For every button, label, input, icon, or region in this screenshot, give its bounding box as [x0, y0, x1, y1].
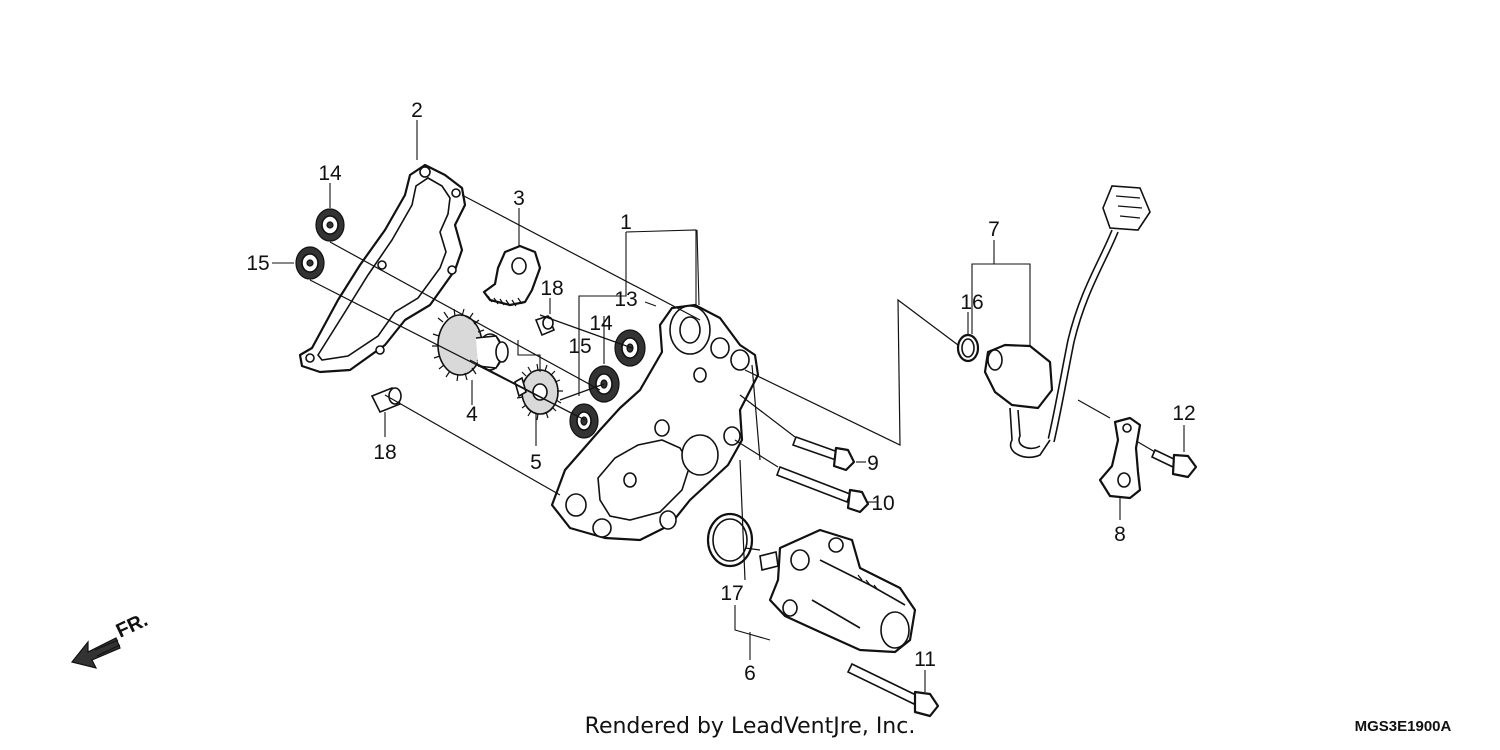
- callout-9[interactable]: 9: [867, 452, 879, 475]
- callout-5[interactable]: 5: [530, 451, 542, 474]
- bearing-part-13[interactable]: [614, 329, 646, 367]
- callout-11[interactable]: 11: [914, 648, 936, 671]
- callout-18[interactable]: 18: [373, 441, 396, 464]
- o-ring-part-16[interactable]: [956, 333, 980, 363]
- dowel-pin-part-18-lower[interactable]: [370, 386, 402, 414]
- callout-6[interactable]: 6: [744, 662, 756, 685]
- callout-15[interactable]: 15: [568, 335, 591, 358]
- callout-14[interactable]: 14: [589, 312, 613, 335]
- assembly-lines: [309, 194, 1156, 581]
- callout-17[interactable]: 17: [720, 582, 743, 605]
- callout-15[interactable]: 15: [246, 252, 269, 275]
- callout-10[interactable]: 10: [871, 492, 894, 515]
- callout-12[interactable]: 12: [1172, 402, 1195, 425]
- bracket-part-8[interactable]: [1098, 416, 1142, 500]
- callout-3[interactable]: 3: [513, 187, 525, 210]
- callout-14[interactable]: 14: [318, 162, 342, 185]
- front-direction-arrow: FR.: [70, 609, 151, 669]
- diagram-code: MGS3E1900A: [1355, 718, 1452, 735]
- callout-2[interactable]: 2: [411, 99, 423, 122]
- sensor-part-7[interactable]: [983, 185, 1151, 459]
- o-ring-part-17[interactable]: [706, 512, 754, 568]
- callout-4[interactable]: 4: [466, 403, 478, 426]
- bearing-part-15-left[interactable]: [295, 246, 325, 280]
- callout-7[interactable]: 7: [988, 218, 1000, 241]
- front-direction-label: FR.: [113, 609, 151, 643]
- rendered-by-credit: Rendered by LeadVentJre, Inc.: [585, 714, 916, 739]
- callout-16[interactable]: 16: [960, 291, 983, 314]
- leader-lines: [272, 120, 1185, 692]
- callout-13[interactable]: 13: [614, 288, 637, 311]
- bolt-part-11[interactable]: [846, 662, 940, 718]
- gear-part-5[interactable]: [514, 363, 563, 421]
- bolt-part-9[interactable]: [791, 435, 856, 472]
- dowel-pin-part-18-upper[interactable]: [534, 315, 556, 337]
- gasket-part-2[interactable]: [298, 163, 467, 374]
- callout-18[interactable]: 18: [540, 277, 563, 300]
- bearing-part-15-centre[interactable]: [569, 403, 599, 439]
- shift-arm-part-3[interactable]: [482, 244, 542, 307]
- bolt-part-10[interactable]: [775, 465, 870, 514]
- bearing-part-14-left[interactable]: [315, 208, 345, 242]
- callout-1[interactable]: 1: [620, 211, 632, 234]
- motor-part-6[interactable]: [759, 528, 917, 654]
- gear-part-4[interactable]: [432, 308, 509, 382]
- bolt-part-12[interactable]: [1150, 448, 1198, 479]
- callout-labels: 2 14 15 3 18 1 13 14 15 4 5 18 9 10 7 16…: [246, 99, 1195, 685]
- housing-part-1[interactable]: [550, 303, 760, 542]
- callout-8[interactable]: 8: [1114, 523, 1126, 546]
